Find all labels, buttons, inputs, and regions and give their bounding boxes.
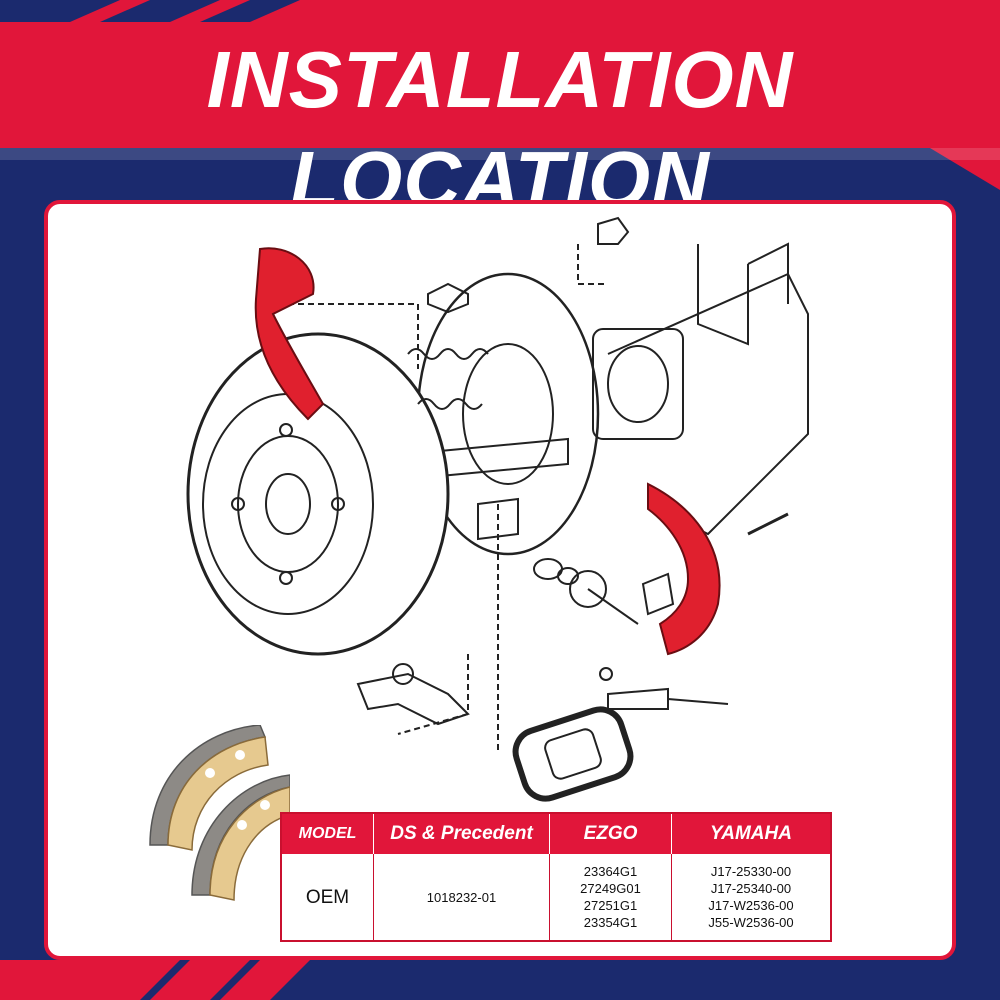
header-ezgo: EZGO bbox=[550, 814, 672, 854]
cable-clevis bbox=[607, 687, 669, 710]
cell-model-oem: OEM bbox=[282, 854, 374, 940]
gasket bbox=[512, 706, 634, 802]
hub-flange bbox=[592, 328, 684, 440]
brake-shoe-upper-highlight bbox=[254, 247, 325, 421]
yamaha-part-2: J17-25340-00 bbox=[710, 881, 792, 896]
cell-ezgo: 23364G1 27249G01 27251G1 23354G1 bbox=[550, 854, 672, 940]
header-yamaha: YAMAHA bbox=[672, 814, 830, 854]
brake-shoe-lower-highlight bbox=[647, 482, 721, 656]
yamaha-part-4: J55-W2536-00 bbox=[708, 915, 794, 930]
yamaha-part-3: J17-W2536-00 bbox=[708, 898, 794, 913]
exploded-brake-diagram bbox=[186, 216, 809, 802]
header-model: MODEL bbox=[282, 814, 374, 854]
brake-lever bbox=[356, 672, 470, 726]
ezgo-part-4: 23354G1 bbox=[583, 915, 638, 930]
compatibility-table: MODEL DS & Precedent EZGO YAMAHA OEM 101… bbox=[280, 812, 832, 942]
cell-ds-precedent: 1018232-01 bbox=[374, 854, 550, 940]
header-ds-precedent: DS & Precedent bbox=[374, 814, 550, 854]
spring-lower bbox=[417, 398, 483, 410]
ezgo-part-3: 27251G1 bbox=[583, 898, 638, 913]
adjuster-wheel bbox=[569, 570, 607, 608]
axle-frame bbox=[607, 272, 809, 536]
spring-upper bbox=[407, 348, 489, 360]
ezgo-part-2: 27249G01 bbox=[580, 881, 641, 896]
cell-yamaha: J17-25330-00 J17-25340-00 J17-W2536-00 J… bbox=[672, 854, 830, 940]
yamaha-part-1: J17-25330-00 bbox=[710, 864, 792, 879]
brake-shoe-product-image bbox=[149, 725, 290, 901]
ezgo-part-1: 23364G1 bbox=[583, 864, 638, 879]
